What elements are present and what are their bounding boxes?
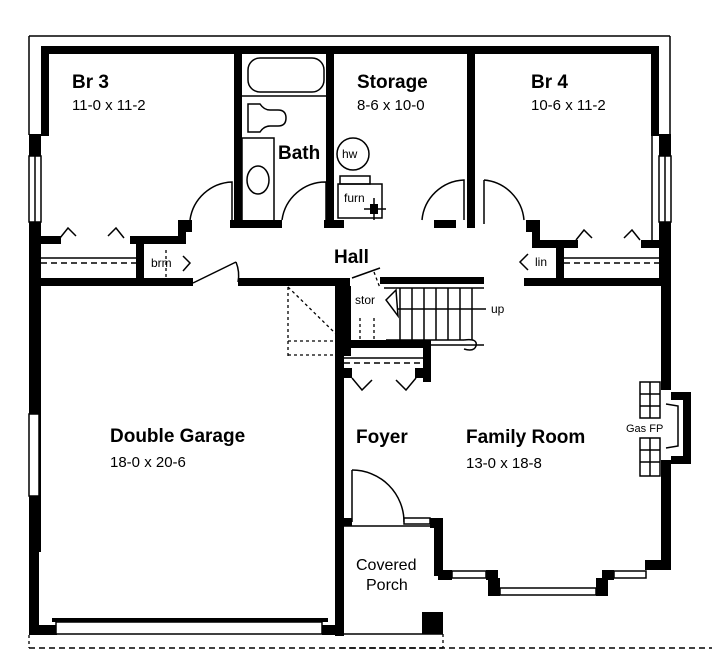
- door-br3: [189, 181, 233, 221]
- hearth-tiles-bottom: [639, 437, 661, 477]
- room-name-hall: Hall: [334, 247, 369, 268]
- label-brm: brm: [151, 256, 172, 270]
- room-name-garage: Double Garage: [110, 426, 245, 447]
- wall-garage-foyer: [335, 286, 344, 636]
- bathroom-fixtures: [241, 57, 326, 223]
- furnace-icon: [337, 183, 383, 219]
- hall-top-walls: [41, 220, 661, 248]
- room-dims-family: 13-0 x 18-8: [466, 455, 542, 472]
- water-heater-icon: [336, 137, 370, 171]
- room-name-storage: Storage: [357, 72, 428, 93]
- label-up: up: [491, 302, 505, 316]
- wall-bath-storage: [326, 46, 334, 224]
- window-br4: [658, 155, 672, 223]
- door-garage-hall: [192, 261, 240, 284]
- label-lin: lin: [535, 255, 547, 269]
- room-name-family: Family Room: [466, 427, 585, 448]
- bay-window: [438, 570, 647, 596]
- front-door: [344, 469, 442, 528]
- staircase: [343, 267, 486, 382]
- room-name-br4: Br 4: [531, 72, 568, 93]
- door-storage: [421, 179, 465, 221]
- porch-post: [422, 612, 443, 634]
- closet-foyer: [344, 357, 423, 392]
- label-gas-fp: Gas FP: [626, 423, 663, 435]
- room-dims-br4: 10-6 x 11-2: [531, 97, 606, 114]
- hearth-tiles-top: [639, 381, 661, 419]
- window-garage: [28, 413, 40, 497]
- door-bath: [281, 181, 327, 221]
- closet-br4: [556, 46, 659, 278]
- closet-br3: [41, 226, 144, 278]
- storage-fixtures: [336, 137, 386, 220]
- roof-outline: [28, 35, 671, 135]
- stair-projection: [287, 286, 343, 356]
- sink-icon: [246, 165, 270, 195]
- wall-br3-bath: [234, 46, 242, 224]
- garage-door: [28, 618, 712, 649]
- toilet-icon: [247, 103, 287, 133]
- room-dims-storage: 8-6 x 10-0: [357, 97, 425, 114]
- room-name-foyer: Foyer: [356, 427, 408, 448]
- label-hw: hw: [342, 147, 358, 161]
- label-stor: stor: [355, 293, 375, 307]
- room-dims-garage: 18-0 x 20-6: [110, 454, 186, 471]
- room-name-bath: Bath: [278, 143, 320, 164]
- linen-closet: [518, 253, 529, 271]
- window-br3: [28, 155, 42, 223]
- room-dims-br3: 11-0 x 11-2: [72, 97, 146, 114]
- hall-bottom-walls: [29, 277, 661, 286]
- door-br4: [483, 179, 525, 221]
- broom-closet: [165, 250, 192, 278]
- furnace-vent-icon: [364, 198, 386, 220]
- covered-porch: [340, 518, 444, 649]
- porch-label-line2: Porch: [366, 577, 408, 594]
- exterior-walls: [29, 46, 671, 635]
- label-furn: furn: [344, 191, 365, 205]
- room-name-br3: Br 3: [72, 72, 109, 93]
- porch-label-line1: Covered: [356, 557, 416, 574]
- wall-storage-br4: [467, 46, 475, 228]
- gas-fireplace: [639, 381, 691, 477]
